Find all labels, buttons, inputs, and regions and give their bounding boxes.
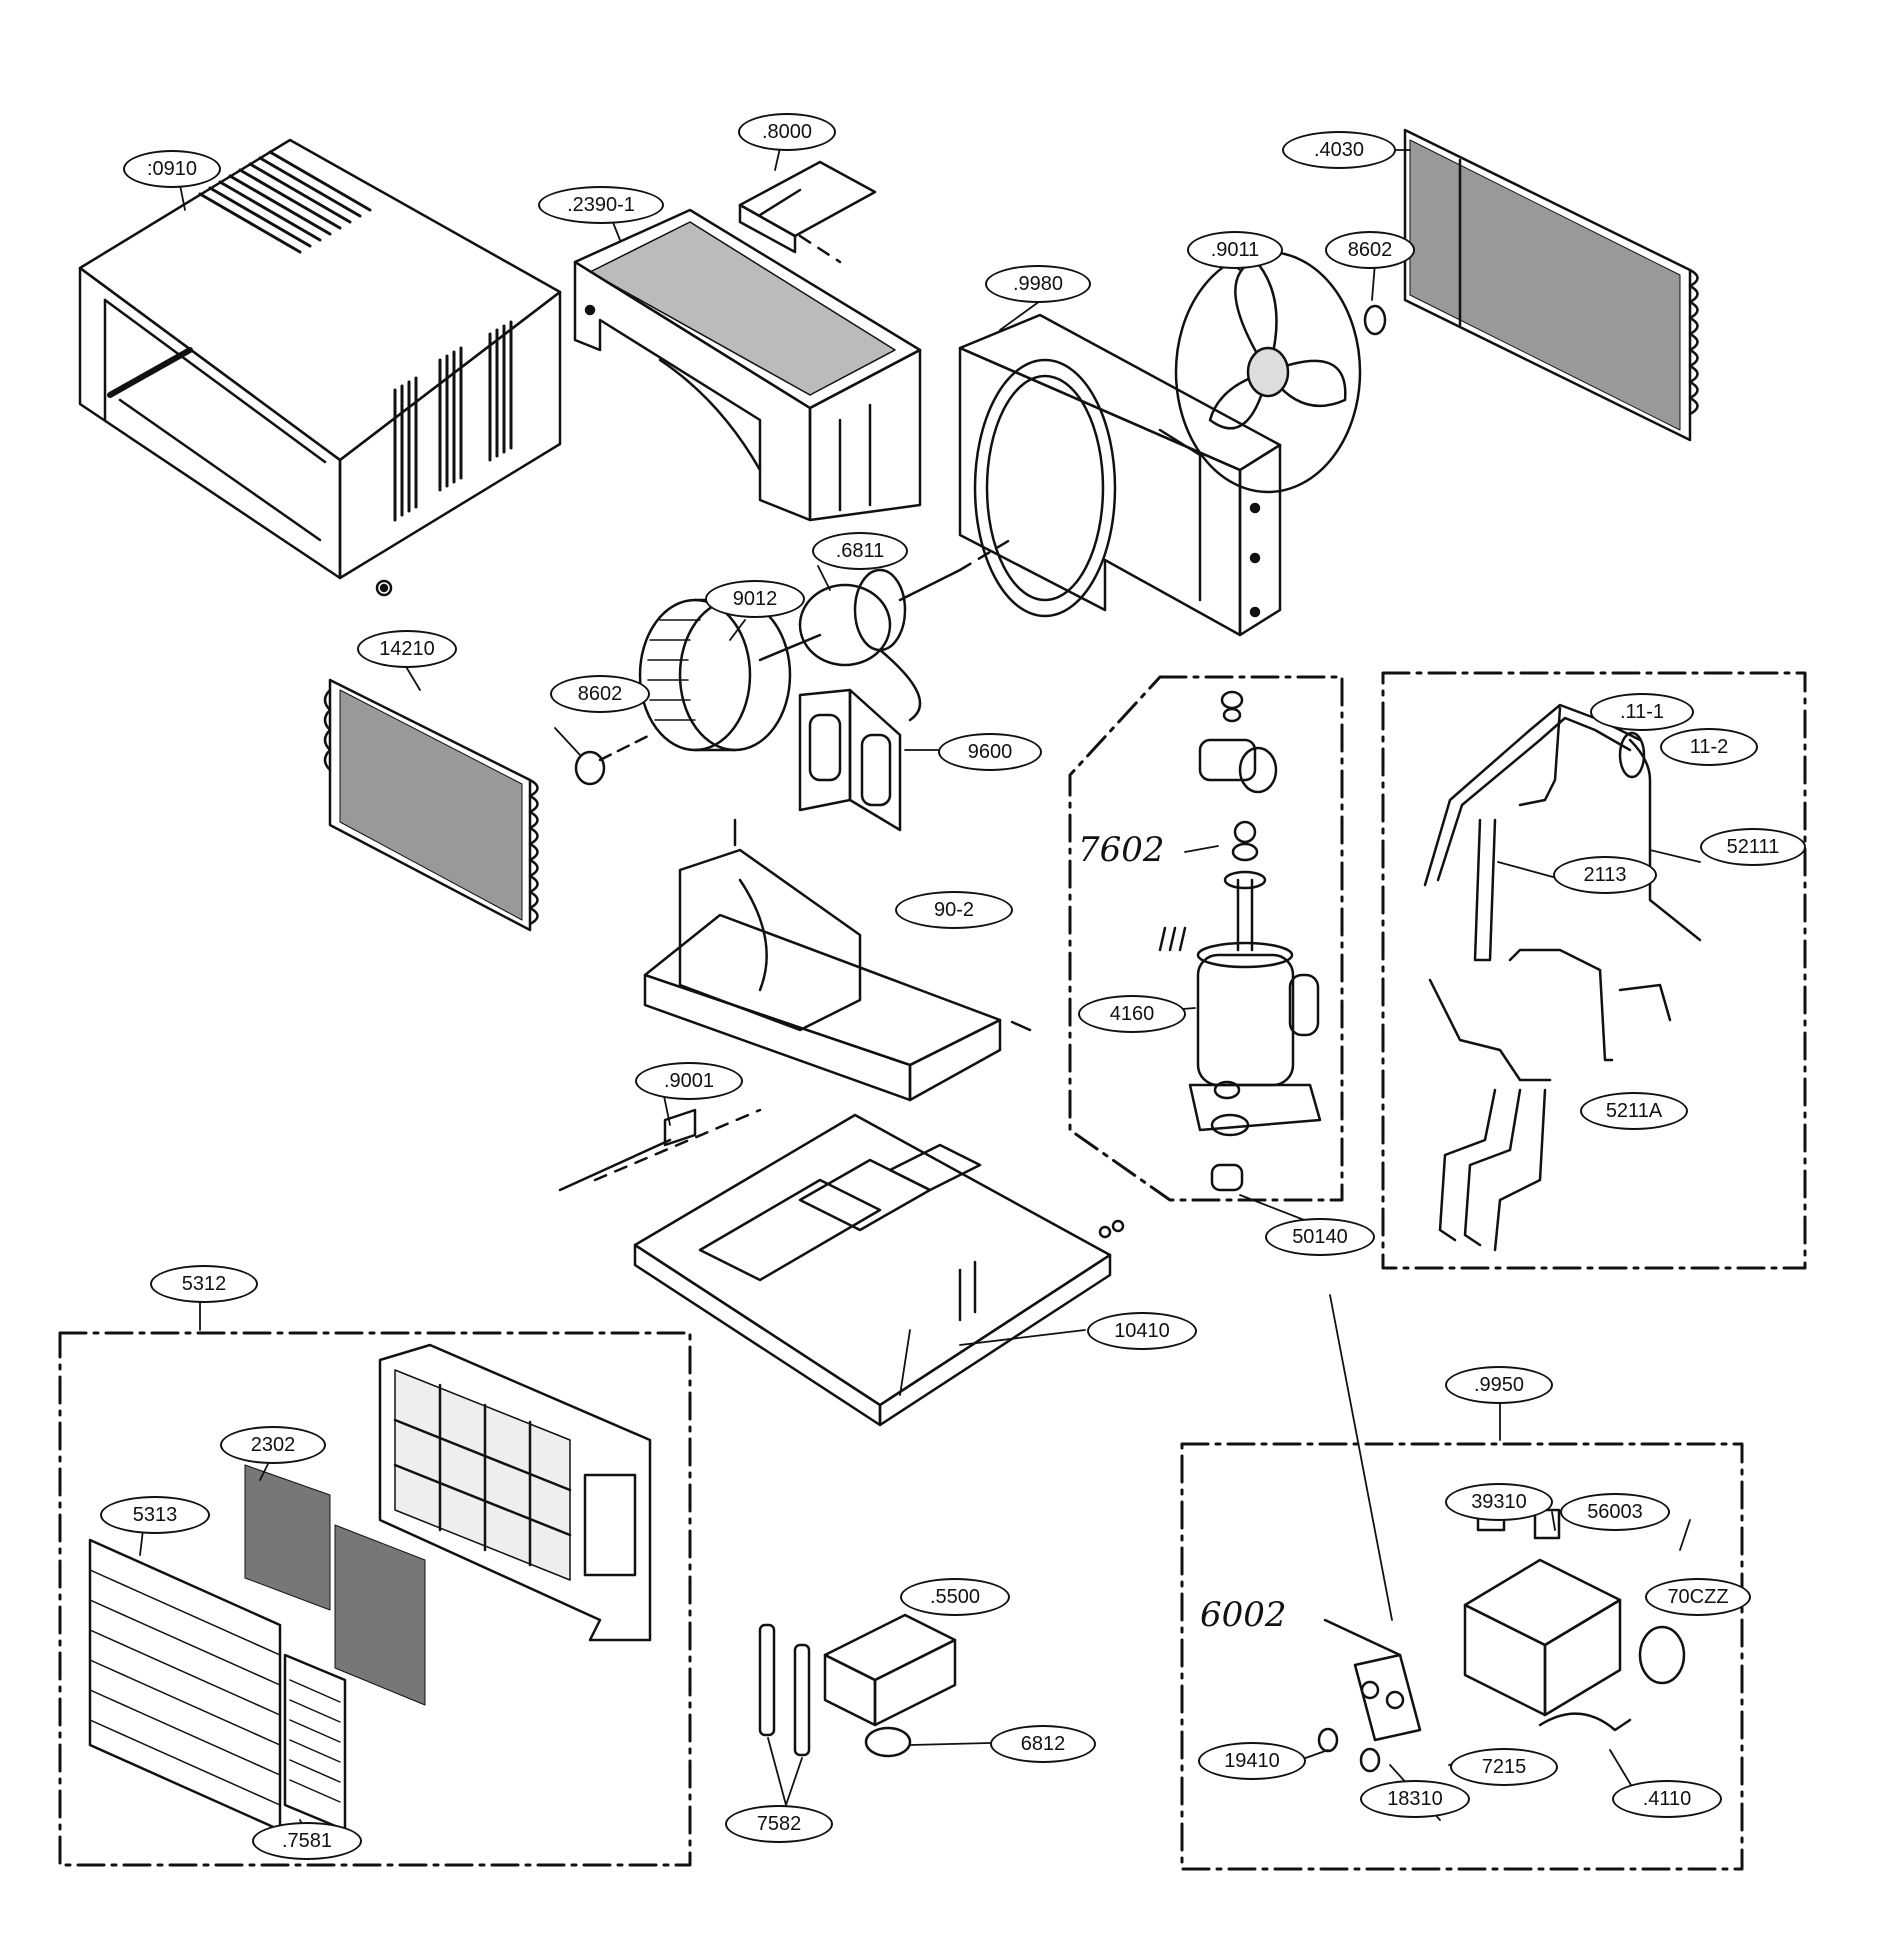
control-box-part	[1317, 1498, 1686, 1773]
callout-7582: 7582	[725, 1805, 833, 1843]
callout-9011: .9011	[1187, 231, 1283, 269]
callout-8602-a: 8602	[1325, 231, 1415, 269]
bracket-part	[738, 160, 877, 264]
callout-9600: 9600	[938, 733, 1042, 771]
fan-motor-part	[758, 538, 1012, 722]
front-grille-group-frame	[58, 1331, 692, 1867]
condenser-coil-part	[1403, 128, 1699, 442]
callout-8602-b: 8602	[550, 675, 650, 713]
callout-6812: 6812	[990, 1725, 1096, 1763]
callout-2302: 2302	[220, 1426, 326, 1464]
evaporator-coil-part	[323, 678, 539, 932]
callout-11-2: 11-2	[1660, 728, 1758, 766]
callout-0910: :0910	[123, 150, 221, 188]
callout-52111: 52111	[1700, 828, 1806, 866]
callout-4110: .4110	[1612, 1780, 1722, 1818]
control-shroud-part	[573, 208, 922, 522]
front-panel-part	[378, 1343, 652, 1642]
callout-2390-1: .2390-1	[538, 186, 664, 224]
callout-70czz: 70CZZ	[1645, 1578, 1751, 1616]
callout-11-1: .11-1	[1590, 693, 1694, 731]
callout-9012: 9012	[705, 580, 805, 618]
damper-shaft-part	[558, 1108, 762, 1192]
callout-6811: .6811	[812, 532, 908, 570]
callout-2113: 2113	[1553, 856, 1657, 894]
callout-4030: .4030	[1282, 131, 1396, 169]
callout-9980: .9980	[985, 265, 1091, 303]
callout-19410: 19410	[1198, 1742, 1306, 1780]
air-filter-part	[244, 1464, 426, 1706]
switch-bracket-part	[758, 1613, 957, 1758]
callout-5211a: 5211A	[1580, 1092, 1688, 1130]
callout-8000: .8000	[738, 113, 836, 151]
compressor-group-frame	[1068, 675, 1344, 1202]
callout-4160: 4160	[1078, 995, 1186, 1033]
callout-5312: 5312	[150, 1265, 258, 1303]
callout-9001: .9001	[635, 1062, 743, 1100]
base-pan-part	[633, 1113, 1125, 1427]
callout-4210: 14210	[357, 630, 457, 668]
handwritten-6002: 6002	[1200, 1595, 1287, 1635]
handwritten-7602: 7602	[1078, 830, 1165, 870]
cabinet-part	[78, 138, 562, 597]
callout-90-2: 90-2	[895, 891, 1013, 929]
compressor-part	[1158, 690, 1322, 1192]
control-group-frame	[1180, 1442, 1744, 1871]
callout-7215: 7215	[1450, 1748, 1558, 1786]
callout-56003: 56003	[1560, 1493, 1670, 1531]
callout-5313: 5313	[100, 1496, 210, 1534]
fan-orifice-part	[958, 313, 1282, 637]
tubing-group-frame	[1381, 671, 1807, 1270]
tubing-part	[1423, 703, 1702, 1252]
callout-5500: .5500	[900, 1578, 1010, 1616]
callout-39310: 39310	[1445, 1483, 1553, 1521]
callout-7581: .7581	[252, 1822, 362, 1860]
motor-mount-part	[798, 688, 902, 832]
air-guide-base-part	[643, 818, 1032, 1102]
callout-18310: 18310	[1360, 1780, 1470, 1818]
callout-50140: 50140	[1265, 1218, 1375, 1256]
callout-9950: .9950	[1445, 1366, 1553, 1404]
callout-10410: 10410	[1087, 1312, 1197, 1350]
